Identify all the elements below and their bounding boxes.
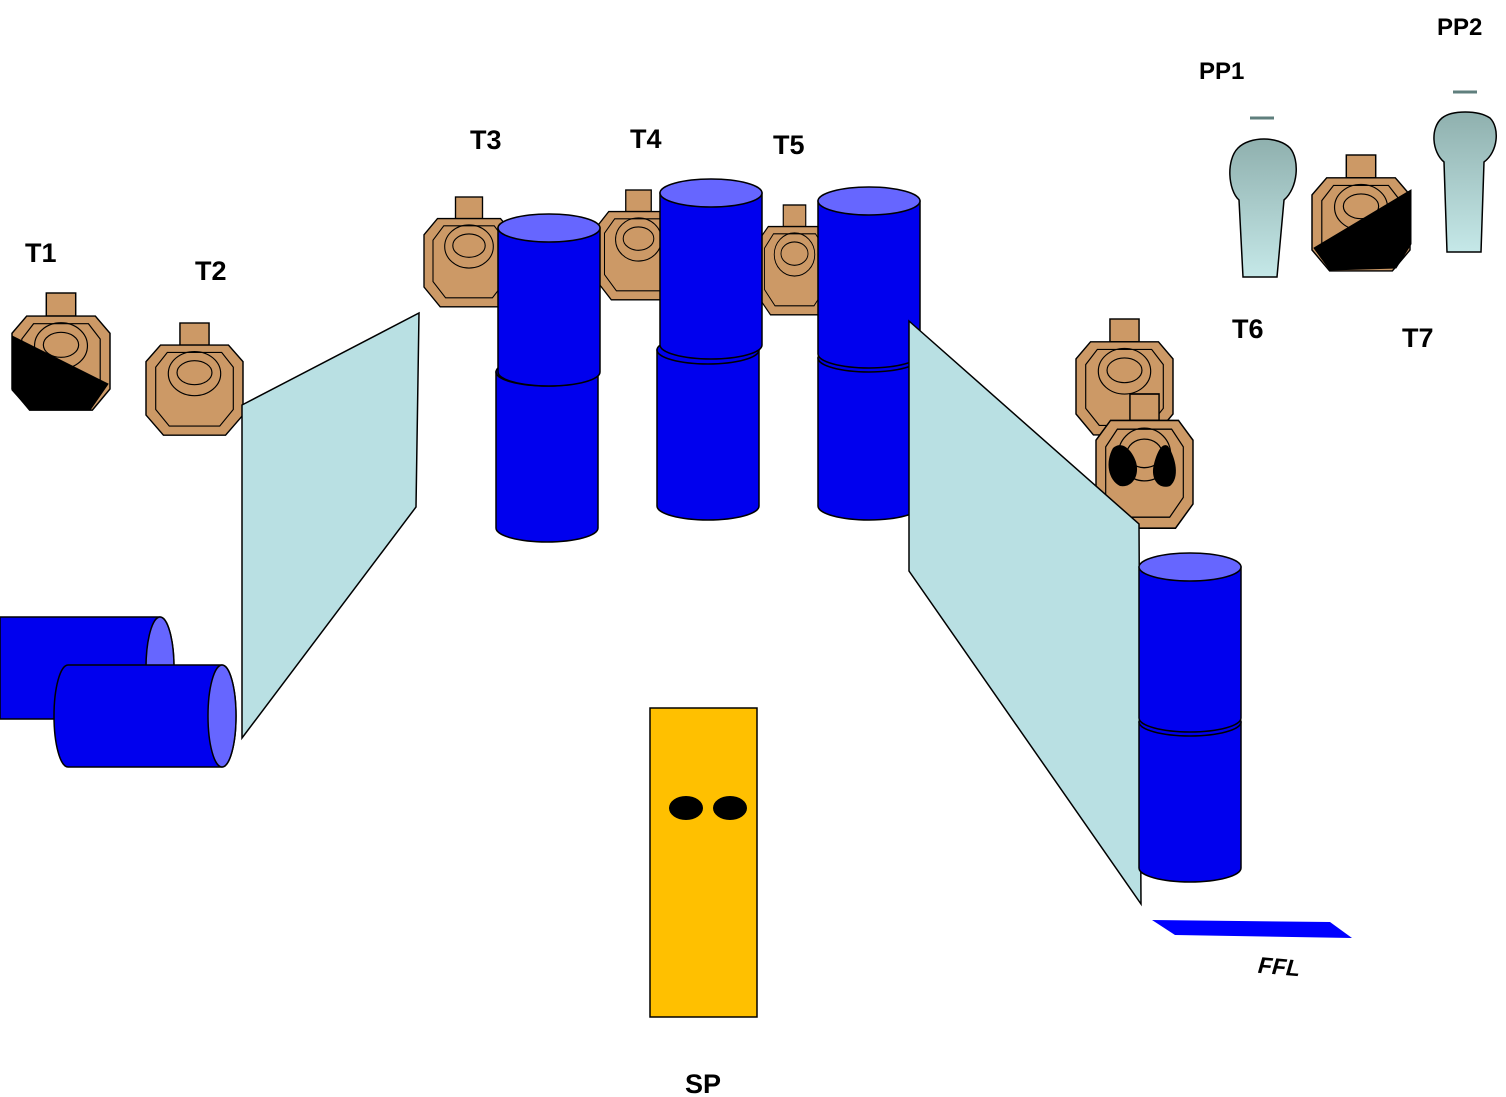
barrel-stack-1 — [495, 213, 601, 543]
footprint-left — [669, 796, 703, 820]
label-t5: T5 — [773, 130, 805, 160]
label-t1: T1 — [25, 238, 57, 268]
target-t7-area — [1311, 154, 1412, 272]
start-position-box — [649, 707, 758, 1018]
barrel-stack-3 — [817, 186, 921, 521]
popper-pp1 — [1229, 116, 1297, 278]
label-t3: T3 — [470, 125, 502, 155]
footprint-right — [713, 796, 747, 820]
target-right-lower — [1095, 393, 1194, 530]
target-t1 — [11, 292, 111, 411]
wall-left — [241, 311, 420, 741]
popper-pp2 — [1433, 90, 1497, 253]
barrel-lying-front — [53, 664, 237, 768]
wall-right — [908, 319, 1142, 907]
barrel-stack-right — [1138, 552, 1242, 883]
label-pp1: PP1 — [1199, 58, 1244, 85]
label-pp2: PP2 — [1437, 14, 1482, 41]
label-t6: T6 — [1232, 314, 1264, 344]
label-t2: T2 — [195, 256, 227, 286]
label-t7: T7 — [1402, 323, 1434, 353]
no-shoot-hands-left — [1108, 445, 1138, 487]
barrel-stack-2 — [656, 178, 763, 521]
label-ffl: FFL — [1257, 952, 1301, 982]
label-t4: T4 — [630, 124, 662, 154]
no-shoot-overlay-t1 — [11, 335, 109, 411]
no-shoot-hands-right — [1152, 445, 1176, 487]
target-t2 — [145, 322, 244, 436]
no-shoot-overlay-t7 — [1313, 189, 1412, 271]
fault-line — [1152, 920, 1352, 938]
label-sp: SP — [685, 1069, 721, 1097]
